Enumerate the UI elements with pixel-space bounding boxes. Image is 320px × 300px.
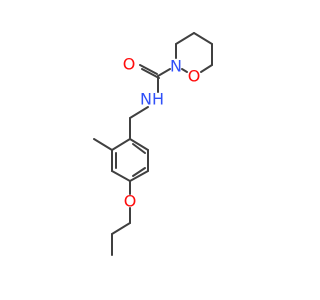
bond-ring-ch2-o xyxy=(200,64,213,73)
atom-o-carbonyl: O xyxy=(123,55,136,74)
bond-carbonyl-double-a xyxy=(141,68,160,79)
atom-n-ring: N xyxy=(170,57,182,76)
bond-aryl-1-2 xyxy=(111,138,131,151)
bond-ring-ch2-ch2-a xyxy=(175,32,195,45)
bond-aryl-inner-c xyxy=(132,143,146,154)
molecule-structure: O N O NH O xyxy=(93,32,213,256)
atom-labels: O N O NH O xyxy=(123,55,201,211)
bond-aryl-6-1 xyxy=(129,138,149,151)
bond-ring-ch2-ch2-b xyxy=(193,32,213,45)
bond-n-carbonyl-c xyxy=(157,68,171,77)
bond-aryl-3-4 xyxy=(111,170,131,182)
atom-o-ether: O xyxy=(124,192,137,211)
bonds xyxy=(93,32,213,256)
bond-ring-o-n xyxy=(181,68,188,73)
bond-carbonyl-double-b xyxy=(139,64,158,75)
bond-nh-ch2 xyxy=(129,106,149,119)
atom-o-ring: O xyxy=(188,67,201,86)
bond-aryl-inner-b xyxy=(132,167,146,177)
bond-methyl xyxy=(93,138,113,151)
bond-aryl-4-5 xyxy=(129,170,149,182)
bond-ch2-ch2 xyxy=(111,222,131,235)
atom-nh-amide: NH xyxy=(140,90,164,109)
